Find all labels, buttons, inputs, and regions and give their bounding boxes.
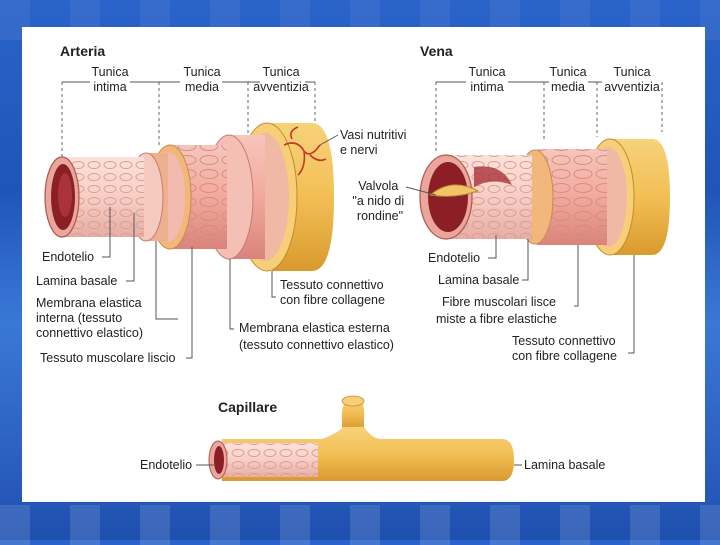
vein-illustration [419, 138, 670, 256]
artery-tunica-brackets [61, 81, 316, 162]
artery-membrana-int-label: Membrana elastica interna (tessuto conne… [36, 296, 145, 340]
artery-tessuto-conn-label: Tessuto connettivo con fibre collagene [280, 278, 387, 307]
capillary-illustration [208, 395, 514, 481]
capillary-endotelio-label: Endotelio [140, 458, 192, 472]
artery-muscolare-label: Tessuto muscolare liscio [40, 351, 176, 365]
vein-endotelio-label: Endotelio [428, 251, 480, 265]
vein-fibre-label: Fibre muscolari lisce miste a fibre elas… [436, 295, 559, 326]
capillary-title: Capillare [218, 399, 277, 415]
vein-title: Vena [420, 43, 453, 59]
vein-tunica-brackets [435, 81, 663, 152]
vein-tessuto-conn-label: Tessuto connettivo con fibre collagene [512, 334, 619, 363]
capillary-lamina-label: Lamina basale [524, 458, 605, 472]
artery-membrana-est-label: Membrana elastica esterna (tessuto conne… [239, 321, 394, 352]
artery-lamina-label: Lamina basale [36, 274, 117, 288]
artery-illustration [44, 122, 334, 272]
artery-endotelio-label: Endotelio [42, 250, 94, 264]
vein-valvola-label: Valvola "a nido di rondine" [352, 179, 407, 223]
artery-title: Arteria [60, 43, 105, 59]
vein-lamina-label: Lamina basale [438, 273, 519, 287]
